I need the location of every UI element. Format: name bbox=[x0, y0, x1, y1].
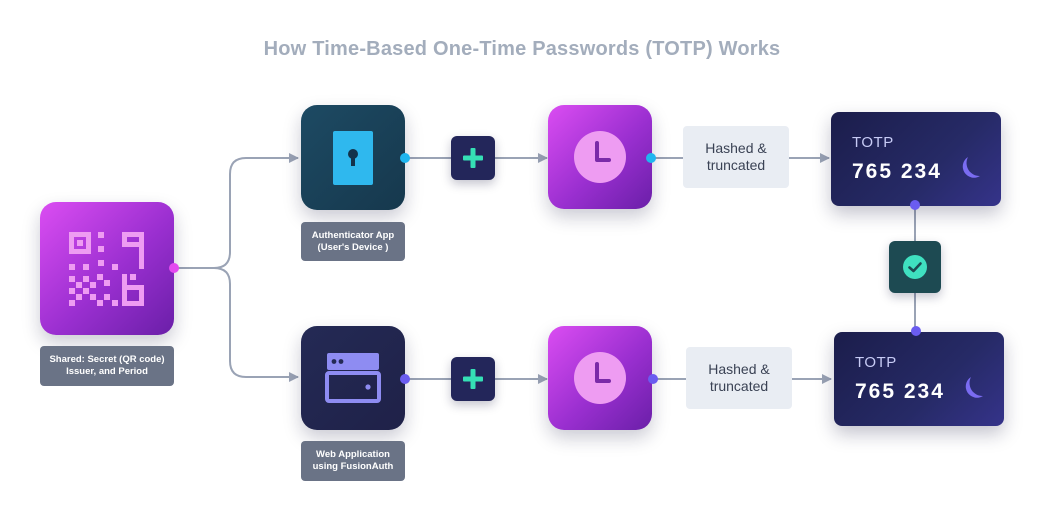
top-totp-code: 765 234 bbox=[852, 160, 942, 183]
verify-check-box bbox=[889, 241, 941, 293]
web-application-node bbox=[301, 326, 405, 430]
authenticator-caption: Authenticator App (User's Device ) bbox=[301, 222, 405, 261]
bottom-clock-node bbox=[548, 326, 652, 430]
top-hash-line1: Hashed & bbox=[705, 140, 767, 156]
plus-icon bbox=[463, 369, 483, 389]
top-totp-card: TOTP 765 234 bbox=[831, 112, 1001, 206]
bottom-totp-code: 765 234 bbox=[855, 380, 945, 403]
plus-icon bbox=[463, 148, 483, 168]
top-totp-dot bbox=[910, 200, 920, 210]
authenticator-caption-line1: Authenticator App bbox=[311, 229, 395, 241]
qr-code-icon bbox=[69, 232, 144, 306]
check-circle-icon bbox=[903, 255, 927, 279]
top-clock-output-dot bbox=[646, 153, 656, 163]
clock-icon bbox=[574, 352, 626, 404]
top-totp-label: TOTP bbox=[852, 134, 894, 151]
bottom-hash-line2: truncated bbox=[709, 378, 769, 394]
bottom-clock-output-dot bbox=[648, 374, 658, 384]
top-hash-line2: truncated bbox=[706, 157, 766, 173]
clock-icon bbox=[574, 131, 626, 183]
shared-output-dot bbox=[169, 263, 179, 273]
moon-icon bbox=[965, 377, 983, 398]
shared-caption-line2: Issuer, and Period bbox=[66, 366, 148, 377]
webapp-caption-line2: using FusionAuth bbox=[312, 461, 394, 472]
browser-window-icon bbox=[325, 353, 381, 403]
authenticator-caption-line2: (User's Device ) bbox=[317, 241, 389, 253]
top-hash-box: Hashed & truncated bbox=[683, 126, 789, 188]
authenticator-output-dot bbox=[400, 153, 410, 163]
web-application-caption: Web Application using FusionAuth bbox=[301, 441, 405, 481]
moon-icon bbox=[962, 157, 980, 178]
bottom-totp-card: TOTP 765 234 bbox=[834, 332, 1004, 426]
webapp-output-dot bbox=[400, 374, 410, 384]
bottom-hash-line1: Hashed & bbox=[708, 361, 770, 377]
bottom-totp-label: TOTP bbox=[855, 354, 897, 371]
bottom-plus-box bbox=[451, 357, 495, 401]
shared-secret-node bbox=[40, 202, 174, 335]
top-clock-node bbox=[548, 105, 652, 209]
shared-secret-caption: Shared: Secret (QR code) Issuer, and Per… bbox=[40, 346, 174, 386]
shared-caption-line1: Shared: Secret (QR code) bbox=[49, 354, 165, 365]
top-plus-box bbox=[451, 136, 495, 180]
keyhole-door-icon bbox=[333, 131, 373, 185]
branch-bottom-line bbox=[174, 267, 299, 382]
bottom-hash-box: Hashed & truncated bbox=[686, 347, 792, 409]
authenticator-app-node bbox=[301, 105, 405, 210]
branch-top-line bbox=[174, 153, 299, 269]
diagram-title: How Time-Based One-Time Passwords (TOTP)… bbox=[263, 38, 781, 60]
webapp-caption-line1: Web Application bbox=[316, 449, 390, 460]
bottom-totp-dot bbox=[911, 326, 921, 336]
